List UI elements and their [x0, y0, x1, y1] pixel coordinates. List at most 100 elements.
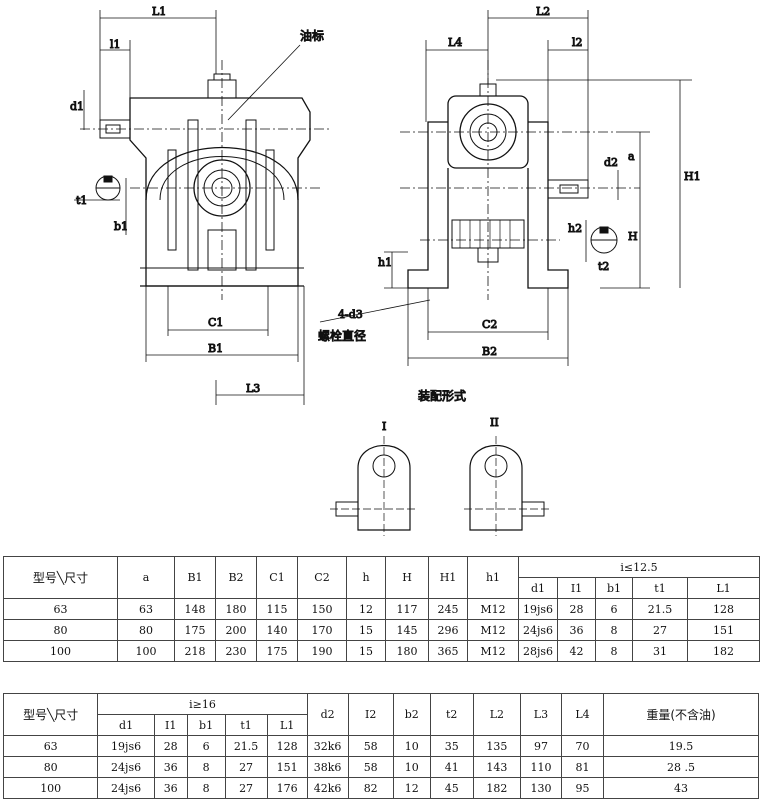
dim-L1-label: L1: [152, 5, 166, 18]
column-header: h1: [467, 556, 519, 599]
table-cell: 12: [392, 777, 431, 799]
table-cell: 42k6: [306, 777, 349, 799]
dim-L3-label: L3: [246, 382, 260, 395]
table-cell: 130: [519, 777, 562, 799]
table-cell: 12: [346, 598, 386, 620]
table-cell: 42: [557, 640, 596, 662]
table-cell: 365: [428, 640, 468, 662]
table-cell: 245: [428, 598, 468, 620]
table-cell: 27: [224, 756, 268, 778]
dim-H-label: H: [628, 230, 638, 243]
column-header: b1: [186, 714, 226, 736]
assembly-title: 装配形式: [418, 389, 466, 403]
table-cell: 8: [186, 777, 226, 799]
table-cell: 100: [117, 640, 175, 662]
table-cell: 80: [2, 756, 99, 778]
table-cell: 31: [632, 640, 688, 662]
table-cell: 115: [256, 598, 298, 620]
table-cell: 95: [560, 777, 605, 799]
dim-H1-label: H1: [684, 170, 701, 183]
table-cell: 296: [428, 619, 468, 641]
table-cell: 8: [595, 619, 633, 641]
table-cell: 27: [224, 777, 268, 799]
technical-drawing: L1 l1 d1 t1 b1 C1 B1 L3 油标: [70, 5, 701, 536]
table-cell: 190: [297, 640, 347, 662]
dim-a-label: a: [628, 150, 635, 163]
table-cell: 140: [256, 619, 298, 641]
column-header: b1: [595, 577, 633, 599]
column-header: C1: [256, 556, 298, 599]
table-cell: 70: [560, 735, 605, 757]
table-cell: 180: [385, 640, 429, 662]
column-header: L1: [266, 714, 308, 736]
column-header: d1: [518, 577, 558, 599]
table-cell: 36: [153, 756, 188, 778]
table-cell: 19js6: [518, 598, 558, 620]
table-cell: 82: [347, 777, 394, 799]
dim-d2-label: d2: [604, 156, 618, 169]
table-cell: 63: [117, 598, 175, 620]
table-cell: 8: [595, 640, 633, 662]
assembly-II-label: II: [490, 416, 499, 429]
column-header: L1: [686, 577, 761, 599]
table-cell: 143: [472, 756, 521, 778]
column-header: t2: [429, 693, 474, 736]
assembly-I-label: I: [382, 420, 386, 433]
table-cell: 58: [347, 735, 394, 757]
table-cell: 230: [215, 640, 257, 662]
table-cell: 6: [595, 598, 633, 620]
dim-C1-label: C1: [208, 316, 223, 329]
assembly-form-II: II: [464, 416, 550, 536]
table-cell: 150: [297, 598, 347, 620]
table-cell: 182: [472, 777, 521, 799]
table-cell: 8: [186, 756, 226, 778]
table-cell: 45: [429, 777, 474, 799]
table-cell: 151: [266, 756, 308, 778]
table-cell: 28js6: [518, 640, 558, 662]
table-cell: 128: [266, 735, 308, 757]
group-header: i≥16: [97, 693, 308, 715]
table-cell: 80: [117, 619, 175, 641]
table-cell: 176: [266, 777, 308, 799]
table-cell: 151: [686, 619, 761, 641]
dim-B1-label: B1: [208, 342, 223, 355]
column-header: d1: [97, 714, 155, 736]
column-header: a: [117, 556, 175, 599]
group-header: i≤12.5: [517, 556, 761, 578]
dim-d1-label: d1: [70, 100, 84, 113]
column-header: h: [346, 556, 386, 599]
table-cell: 21.5: [632, 598, 688, 620]
table-cell: 63: [2, 735, 99, 757]
column-header: t1: [632, 577, 688, 599]
column-header: L3: [519, 693, 562, 736]
table-cell: 35: [429, 735, 474, 757]
table-cell: 81: [560, 756, 605, 778]
dim-h1-label: h1: [378, 256, 392, 269]
table-cell: 128: [686, 598, 761, 620]
column-header: C2: [297, 556, 347, 599]
table-cell: 80: [3, 619, 118, 641]
dim-L4-label: L4: [448, 36, 462, 49]
dim-L2-label: L2: [536, 5, 550, 18]
column-header: I1: [557, 577, 596, 599]
table-cell: 32k6: [306, 735, 349, 757]
table-cell: 10: [392, 735, 431, 757]
table-cell: 175: [174, 619, 216, 641]
table-cell: 180: [215, 598, 257, 620]
dim-B2-label: B2: [482, 345, 497, 358]
table-cell: 24js6: [97, 777, 155, 799]
table-cell: 63: [3, 598, 118, 620]
side-view: L2 L4 l2 d2 a H1 H h1 h2 t2 C2 B2 4-d3 螺…: [318, 5, 701, 366]
table-cell: 218: [174, 640, 216, 662]
table-cell: 135: [472, 735, 521, 757]
corner-header: 型号╲尺寸: [2, 693, 99, 736]
